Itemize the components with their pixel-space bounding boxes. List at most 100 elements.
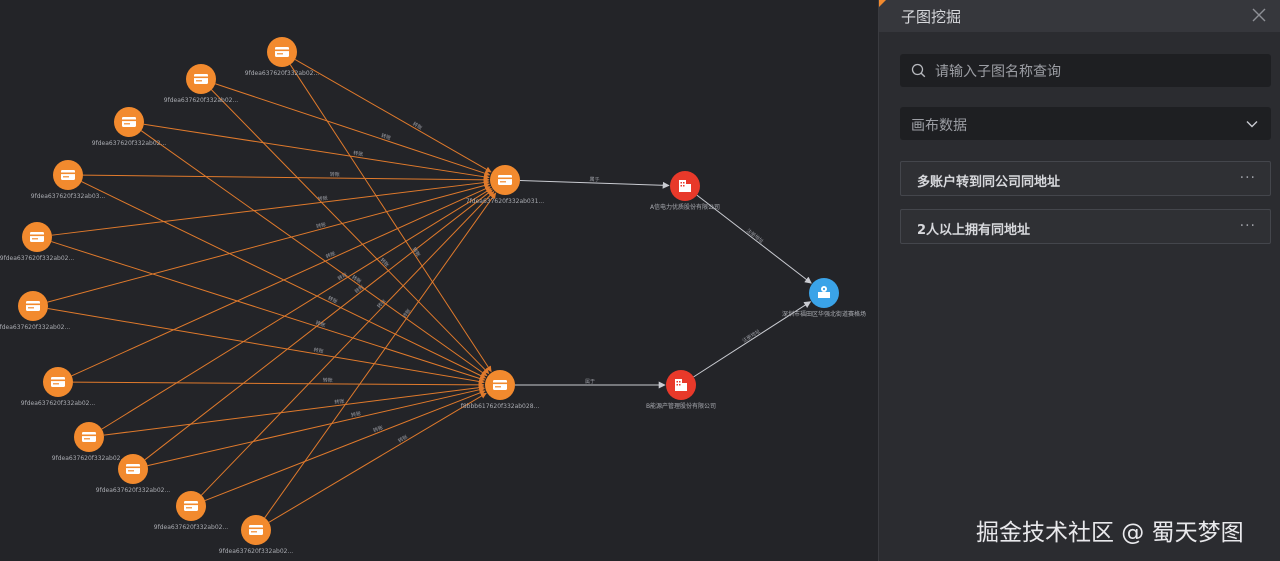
graph-edge[interactable] — [51, 241, 486, 382]
search-input[interactable] — [933, 54, 1267, 89]
bank-card-icon — [249, 525, 263, 535]
edge-label: 转账 — [315, 221, 326, 230]
graph-edge[interactable] — [215, 83, 491, 177]
account-node[interactable]: 9fdea637620f332ab03... — [31, 160, 106, 200]
node-label: 7fdea637620f332ab031... — [466, 198, 544, 205]
account-node[interactable]: 9fdea637620f332ab02... — [245, 37, 320, 77]
graph-svg[interactable]: 转账转账转账转账转账转账转账转账转账转账转账转账转账转账转账转账转账转账转账转账… — [0, 0, 878, 561]
graph-edge[interactable] — [201, 191, 495, 496]
building-icon — [675, 379, 687, 391]
building-icon — [679, 180, 691, 192]
account-node[interactable]: 9fdea637620f332ab02... — [219, 515, 294, 555]
node-label: B能源产管理股份有限公司 — [646, 402, 716, 410]
node-label: 9fdea637620f332ab03... — [31, 193, 106, 200]
bank-card-icon — [194, 74, 208, 84]
graph-edge[interactable] — [47, 308, 485, 385]
edge-label: 转账 — [353, 150, 364, 158]
address-node[interactable]: 深圳市福田区华强北街道赛格场 — [782, 278, 866, 318]
graph-edge[interactable] — [47, 182, 491, 303]
node-label: 9fdea637620f332ab02... — [154, 524, 229, 531]
edge-label: 转账 — [315, 319, 327, 329]
graph-edge[interactable] — [693, 301, 812, 378]
nodes-layer: 9fdea637620f332ab02... 9fdea637620f332ab… — [0, 37, 866, 555]
node-label: 9fdea637620f332ab02... — [96, 487, 171, 494]
account-node[interactable]: 9fdea637620f332ab02... — [21, 367, 96, 407]
search-icon — [911, 63, 926, 78]
graph-edge[interactable] — [294, 59, 492, 173]
graph-edge[interactable] — [82, 174, 490, 183]
edge-label: 转账 — [353, 283, 365, 295]
panel-corner-accent — [879, 0, 886, 7]
graph-edge[interactable] — [51, 179, 490, 236]
account-node[interactable]: 9fdea637620f332ab02... — [154, 491, 229, 531]
account-node[interactable]: 9fdea637620f332ab02... — [0, 222, 74, 262]
edge-label: 转账 — [410, 246, 421, 258]
graph-canvas[interactable]: 转账转账转账转账转账转账转账转账转账转账转账转账转账转账转账转账转账转账转账转账… — [0, 0, 878, 561]
account-node[interactable]: 9fdea637620f332ab02... — [0, 291, 70, 331]
edge-label: 注册地址 — [745, 227, 765, 245]
bank-card-icon — [498, 175, 512, 185]
graph-edge[interactable] — [264, 192, 497, 519]
edge-label: 转账 — [397, 433, 409, 444]
subgraph-item[interactable]: 2人以上拥有同地址 ··· — [900, 209, 1271, 244]
node-label: 深圳市福田区华强北街道赛格场 — [782, 310, 866, 318]
subgraph-item[interactable]: 多账户转到同公司同地址 ··· — [900, 161, 1271, 196]
account-node[interactable]: 9fdea637620f332ab02... — [96, 454, 171, 494]
edge-label: 注册地址 — [741, 328, 762, 345]
graph-edge[interactable] — [143, 123, 490, 180]
node-label: 9fdea637620f332ab02... — [0, 324, 70, 331]
bank-card-icon — [275, 47, 289, 57]
more-icon[interactable]: ··· — [1239, 218, 1256, 234]
edges-layer: 转账转账转账转账转账转账转账转账转账转账转账转账转账转账转账转账转账转账转账转账… — [47, 59, 812, 523]
canvas-data-select[interactable]: 画布数据 — [900, 107, 1271, 140]
graph-edge[interactable] — [81, 181, 487, 379]
graph-edge[interactable] — [268, 392, 487, 523]
account-node[interactable]: 9fdea637620f332ab02... — [52, 422, 127, 462]
account-node[interactable]: 9fdea637620f332ab02... — [164, 64, 239, 104]
node-label: 9fdea637620f332ab02... — [0, 255, 74, 262]
graph-edge[interactable] — [211, 89, 490, 374]
edge-label: 属于 — [589, 177, 599, 183]
node-label: 9fdea637620f332ab02... — [219, 548, 294, 555]
node-label: 9fdea637620f332ab02... — [52, 455, 127, 462]
graph-edge[interactable] — [72, 381, 485, 388]
graph-edge[interactable] — [71, 186, 491, 377]
edge-label: 转账 — [372, 424, 384, 434]
edge-label: 转账 — [325, 250, 337, 261]
panel-header: 子图挖掘 — [879, 0, 1280, 32]
edge-label: 转账 — [376, 298, 388, 310]
search-box[interactable] — [900, 54, 1271, 89]
graph-edge[interactable] — [140, 130, 488, 377]
node-label: 9fdea637620f332ab02... — [92, 140, 167, 147]
account-node[interactable]: 7fdea637620f332ab031... — [466, 165, 544, 205]
graph-edge[interactable] — [519, 180, 670, 189]
node-label: f8bbb617620f332ab028... — [461, 403, 540, 410]
subgraph-item-label: 2人以上拥有同地址 — [917, 223, 1031, 238]
graph-edge[interactable] — [204, 390, 486, 501]
bank-card-icon — [26, 301, 40, 311]
edge-label: 转账 — [401, 307, 413, 319]
node-label: A信电力优质股份有限公司 — [650, 203, 720, 211]
bank-card-icon — [82, 432, 96, 442]
close-icon[interactable] — [1250, 6, 1268, 24]
edge-label: 转账 — [380, 132, 392, 142]
graph-edge[interactable] — [289, 64, 492, 373]
graph-edge[interactable] — [696, 194, 812, 284]
account-node[interactable]: 9fdea637620f332ab02... — [92, 107, 167, 147]
panel-title: 子图挖掘 — [901, 8, 962, 26]
account-node[interactable]: f8bbb617620f332ab028... — [461, 370, 540, 410]
edge-label: 转账 — [313, 347, 324, 356]
graph-edge[interactable] — [103, 384, 485, 436]
company-node[interactable]: A信电力优质股份有限公司 — [650, 171, 720, 211]
bank-card-icon — [126, 464, 140, 474]
edge-label: 转账 — [350, 274, 362, 286]
edge-label: 转账 — [411, 120, 423, 131]
more-icon[interactable]: ··· — [1239, 170, 1256, 186]
bank-card-icon — [184, 501, 198, 511]
graph-edge[interactable] — [147, 386, 485, 467]
graph-edge[interactable] — [101, 187, 492, 430]
node-label: 9fdea637620f332ab02... — [245, 70, 320, 77]
graph-edge[interactable] — [144, 189, 493, 461]
company-node[interactable]: B能源产管理股份有限公司 — [646, 370, 716, 410]
